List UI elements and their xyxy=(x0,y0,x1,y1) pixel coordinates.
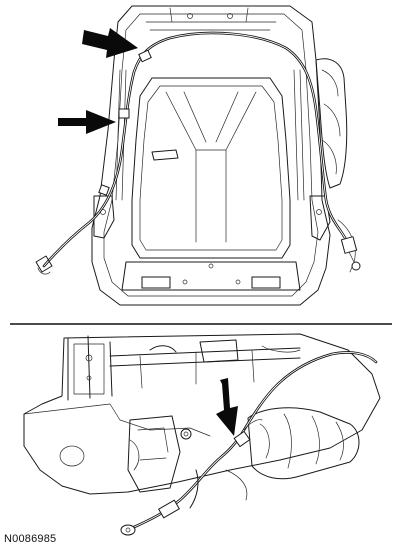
harness-clip-lower xyxy=(118,108,130,119)
harness-connector-lower xyxy=(158,499,180,519)
side-airbag-module xyxy=(315,58,348,189)
callout-arrow-lower-clip xyxy=(58,110,116,134)
callout-arrow-upper-clip xyxy=(82,28,138,58)
mounting-bracket xyxy=(127,415,181,493)
figure-reference-code: N0086985 xyxy=(4,533,57,545)
seat-frame-lower xyxy=(23,333,381,495)
harness-connector-left xyxy=(35,255,53,273)
top-panel xyxy=(35,5,361,306)
bottom-panel xyxy=(23,333,381,536)
harness-clip-bottom xyxy=(233,430,251,448)
harness-clip-upper xyxy=(138,49,152,63)
callout-arrow-bottom-clip xyxy=(216,378,238,436)
harness-connector-right xyxy=(340,236,358,254)
seat-back-panel xyxy=(131,77,291,259)
side-airbag-module-lower xyxy=(247,407,360,480)
